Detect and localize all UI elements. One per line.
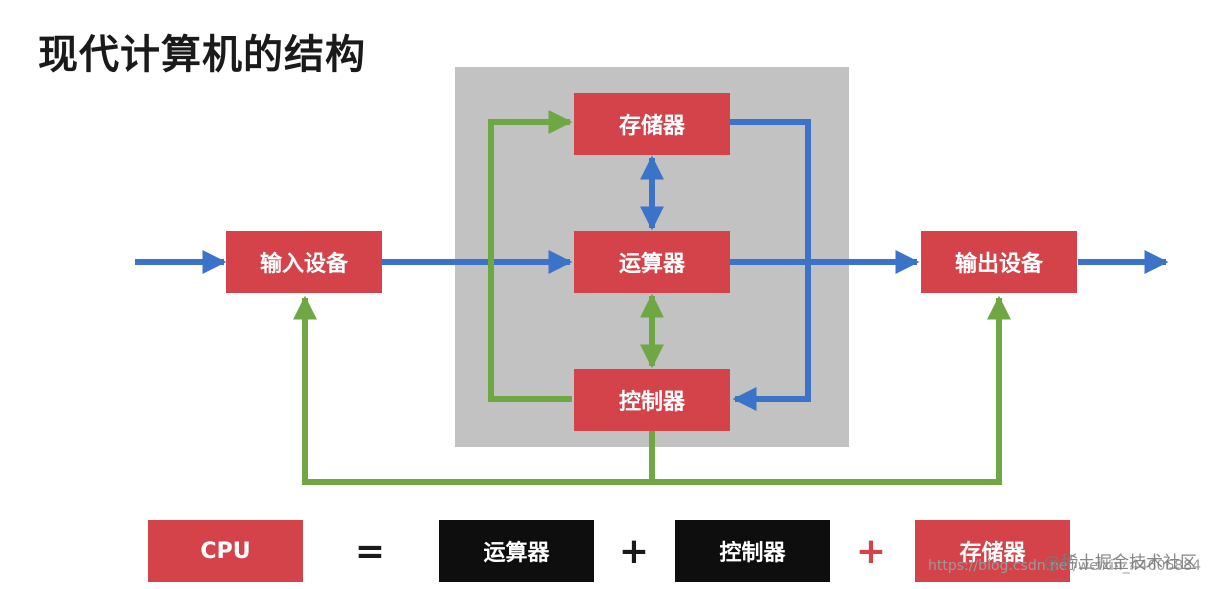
memory-to-control-arrow xyxy=(730,119,811,411)
control-unit-box: 控制器 xyxy=(574,369,730,431)
memory-box: 存储器 xyxy=(574,93,730,155)
cpu-label-box: CPU xyxy=(148,520,303,582)
plus-sign-red: + xyxy=(855,531,887,572)
alu-term-box: 运算器 xyxy=(439,520,594,582)
watermark-logo: @稀土掘金技术社区 xyxy=(1044,553,1197,573)
control-to-input-arrow xyxy=(293,295,652,485)
output-device-box: 输出设备 xyxy=(921,231,1077,293)
plus-sign: + xyxy=(618,531,650,572)
input-device-box: 输入设备 xyxy=(226,231,382,293)
page-title: 现代计算机的结构 xyxy=(38,32,366,78)
control-to-memory-arrow xyxy=(488,110,573,402)
watermark-url: https://blog.csdn.net/weixin_44606884 xyxy=(928,558,1202,574)
control-term-box: 控制器 xyxy=(675,520,830,582)
equals-sign: = xyxy=(354,531,386,572)
memory-term-box: 存储器 xyxy=(915,520,1070,582)
control-to-output-arrow xyxy=(652,295,1011,485)
alu-box: 运算器 xyxy=(574,231,730,293)
